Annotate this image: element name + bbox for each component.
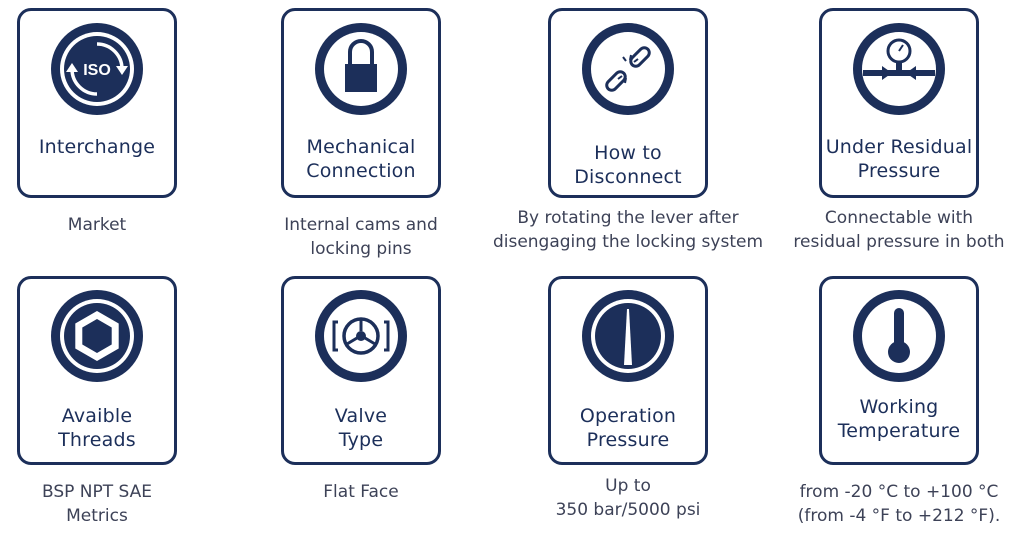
feature-caption-under-residual-pressure: Connectable with residual pressure in bo… (793, 208, 1005, 252)
feature-caption-operation-pressure: Up to 350 bar/5000 psi (555, 476, 701, 520)
feature-card-under-residual-pressure: Under Residual Pressure (819, 8, 979, 198)
card-title: Under Residual Pressure (825, 136, 973, 182)
card-title: Operation Pressure (579, 405, 677, 451)
feature-card-available-threads: Avaible Threads (17, 276, 177, 465)
gauge-needle-icon (581, 289, 675, 383)
iso-interchange-icon: ISO (50, 22, 144, 116)
feature-card-valve-type: Valve Type (281, 276, 441, 465)
feature-caption-how-to-disconnect: By rotating the lever after disengaging … (492, 208, 764, 252)
card-title: Valve Type (334, 405, 388, 451)
card-title: Working Temperature (837, 396, 961, 442)
card-title: Avaible Threads (58, 405, 136, 451)
svg-text:ISO: ISO (83, 62, 111, 79)
feature-card-working-temperature: Working Temperature (819, 276, 979, 465)
feature-caption-working-temperature: from -20 °C to +100 °C (from -4 °F to +2… (797, 482, 1001, 526)
feature-caption-mechanical-connection: Internal cams and locking pins (284, 215, 438, 259)
card-title: Mechanical Connection (306, 136, 416, 182)
broken-chain-icon (581, 22, 675, 116)
feature-card-how-to-disconnect: How to Disconnect (548, 8, 708, 198)
card-title: Interchange (38, 136, 156, 158)
thermometer-icon (852, 289, 946, 383)
feature-caption-interchange: Market (67, 215, 127, 235)
feature-card-operation-pressure: Operation Pressure (548, 276, 708, 465)
pressure-gauge-arrows-icon (852, 22, 946, 116)
feature-caption-available-threads: BSP NPT SAE Metrics (41, 482, 153, 526)
feature-card-mechanical-connection: Mechanical Connection (281, 8, 441, 198)
card-title: How to Disconnect (574, 142, 682, 188)
feature-caption-valve-type: Flat Face (323, 482, 399, 502)
flat-face-valve-icon (314, 289, 408, 383)
feature-card-interchange: ISO Interchange (17, 8, 177, 198)
padlock-icon (314, 22, 408, 116)
hex-nut-icon (50, 289, 144, 383)
